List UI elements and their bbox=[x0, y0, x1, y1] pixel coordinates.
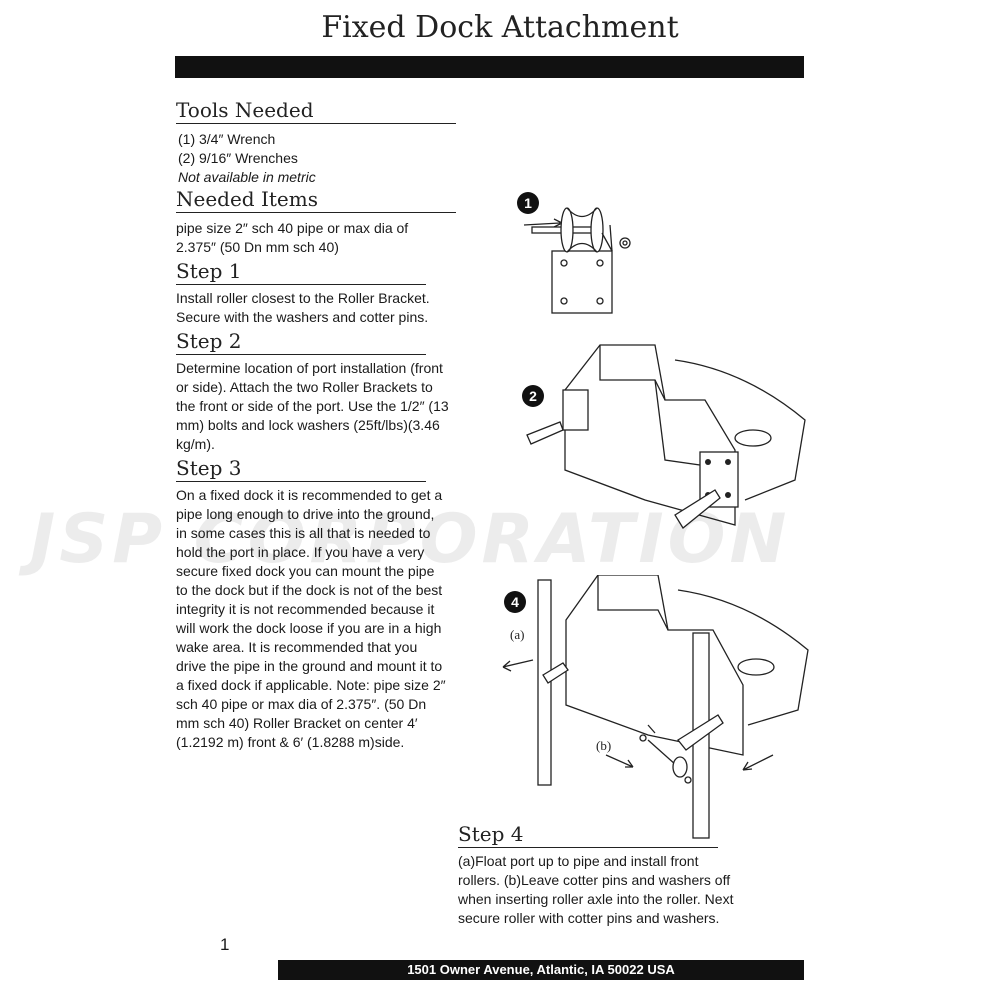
arrow-a bbox=[502, 659, 534, 672]
port-ridge bbox=[597, 575, 669, 631]
bracket-plate bbox=[562, 389, 589, 431]
port-body bbox=[564, 344, 736, 526]
figure-4-pipe-install: 4 (a) (b) bbox=[502, 575, 809, 839]
bracket-arm bbox=[601, 224, 613, 252]
page-number: 1 bbox=[220, 935, 230, 954]
figure-4-number: 4 bbox=[511, 594, 519, 610]
bolt-hole bbox=[560, 297, 568, 305]
needed-items-text: pipe size 2″ sch 40 pipe or max dia of 2… bbox=[176, 220, 409, 255]
tools-heading: Tools Needed bbox=[176, 98, 456, 124]
port-deck bbox=[677, 589, 809, 726]
header-bar bbox=[175, 56, 804, 78]
arrow-right bbox=[742, 754, 774, 771]
figure-number-badge bbox=[522, 385, 544, 407]
label-b: (b) bbox=[596, 738, 611, 753]
pipe-left bbox=[537, 579, 552, 786]
roller-axle bbox=[647, 739, 677, 766]
step3-text: On a fixed dock it is recommended to get… bbox=[176, 487, 446, 750]
port-cup bbox=[734, 429, 772, 447]
bolt-hole bbox=[596, 297, 604, 305]
step1-heading: Step 1 bbox=[176, 259, 426, 285]
port-ridge bbox=[599, 345, 666, 401]
step4-heading: Step 4 bbox=[458, 822, 718, 848]
bolt bbox=[725, 459, 731, 465]
tool-item: (2) 9/16″ Wrenches bbox=[178, 150, 298, 166]
bolt bbox=[705, 459, 711, 465]
page-title: Fixed Dock Attachment bbox=[321, 10, 679, 45]
bolt-hole bbox=[560, 259, 568, 267]
step1-text: Install roller closest to the Roller Bra… bbox=[176, 290, 430, 325]
instructions-column: Tools Needed (1) 3/4″ Wrench (2) 9/16″ W… bbox=[176, 98, 456, 754]
washer bbox=[639, 734, 647, 742]
figure-2-port-brackets: 2 bbox=[522, 344, 806, 529]
roller-tab bbox=[677, 714, 724, 751]
tools-note: Not available in metric bbox=[178, 169, 316, 185]
washer-hole bbox=[622, 240, 628, 246]
tool-item: (1) 3/4″ Wrench bbox=[178, 131, 276, 147]
figure-number-badge bbox=[517, 192, 539, 214]
watermark: JSP CORPORATION bbox=[30, 500, 791, 579]
figure-1-roller-bracket: 1 bbox=[517, 192, 631, 314]
cotter-pin bbox=[647, 724, 656, 734]
label-a: (a) bbox=[510, 627, 524, 642]
roller-body bbox=[566, 207, 598, 253]
figure-1-number: 1 bbox=[524, 195, 532, 211]
figure-number-badge bbox=[504, 591, 526, 613]
figure-2-number: 2 bbox=[529, 388, 537, 404]
arrow-line bbox=[523, 222, 561, 226]
roller-flange bbox=[590, 207, 604, 253]
needed-items-heading: Needed Items bbox=[176, 187, 456, 213]
step2-heading: Step 2 bbox=[176, 329, 426, 355]
roller-flange bbox=[560, 207, 574, 253]
bracket-plate bbox=[551, 250, 613, 314]
bolt bbox=[725, 492, 731, 498]
roller-tab bbox=[542, 662, 569, 684]
tools-list: (1) 3/4″ Wrench (2) 9/16″ Wrenches Not a… bbox=[178, 130, 456, 187]
step3-heading: Step 3 bbox=[176, 456, 426, 482]
step2-text: Determine location of port installation … bbox=[176, 360, 449, 452]
port-deck bbox=[674, 359, 806, 501]
step4-text: (a)Float port up to pipe and install fro… bbox=[458, 853, 734, 926]
roller-tab bbox=[526, 421, 564, 445]
roller-tab bbox=[674, 489, 721, 529]
bolt-hole bbox=[596, 259, 604, 267]
washer bbox=[684, 776, 692, 784]
washer bbox=[619, 237, 631, 249]
port-cup bbox=[737, 658, 775, 676]
arrow-b bbox=[605, 754, 634, 768]
footer-address: 1501 Owner Avenue, Atlantic, IA 50022 US… bbox=[278, 960, 804, 980]
port-body bbox=[565, 575, 744, 756]
step4-block: Step 4 (a)Float port up to pipe and inst… bbox=[458, 822, 758, 930]
roller bbox=[672, 756, 688, 778]
